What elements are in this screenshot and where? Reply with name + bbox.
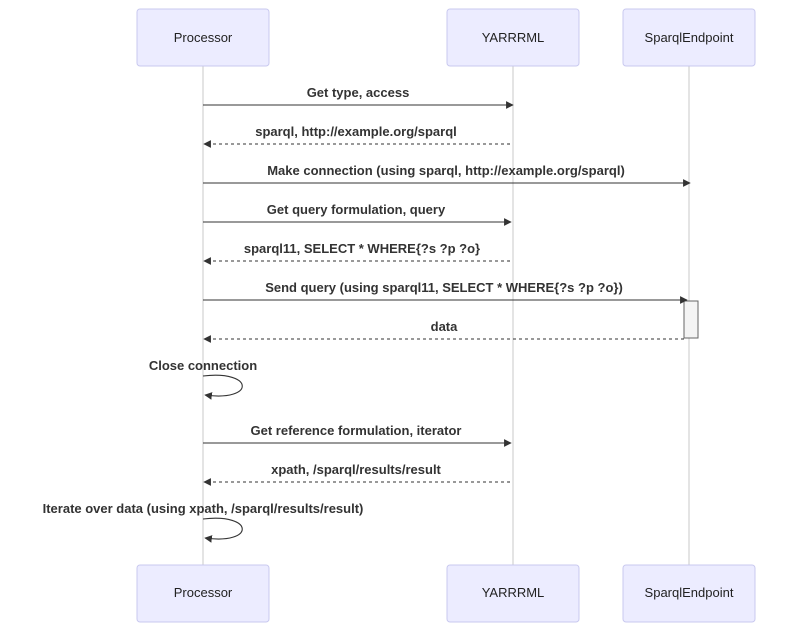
activation-bar-endpoint bbox=[683, 300, 699, 339]
actor-yarrrml-top: YARRRML bbox=[446, 8, 580, 67]
message-get-query-formulation: Get query formulation, query bbox=[203, 202, 512, 226]
message-data-reply: data bbox=[203, 319, 684, 343]
message-sparql-endpoint-reply: sparql, http://example.org/sparql bbox=[203, 124, 510, 148]
message-label: Close connection bbox=[149, 358, 257, 373]
self-loop-arrow bbox=[202, 374, 243, 400]
message-iterate-over-data: Iterate over data (using xpath, /sparql/… bbox=[43, 501, 364, 543]
message-query-reply: sparql11, SELECT * WHERE{?s ?p ?o} bbox=[203, 241, 510, 265]
actor-label: YARRRML bbox=[482, 30, 545, 45]
actor-label: Processor bbox=[174, 585, 233, 600]
message-label: Send query (using sparql11, SELECT * WHE… bbox=[265, 280, 623, 295]
message-get-type: Get type, access bbox=[203, 85, 514, 109]
actor-processor-bottom: Processor bbox=[136, 564, 270, 623]
message-label: Get query formulation, query bbox=[267, 202, 446, 217]
actor-endpoint-top: SparqlEndpoint bbox=[622, 8, 756, 67]
message-label: sparql, http://example.org/sparql bbox=[255, 124, 457, 139]
actor-label: YARRRML bbox=[482, 585, 545, 600]
message-label: Make connection (using sparql, http://ex… bbox=[267, 163, 625, 178]
self-loop-arrow bbox=[202, 517, 243, 543]
message-label: Get type, access bbox=[307, 85, 410, 100]
message-xpath-reply: xpath, /sparql/results/result bbox=[203, 462, 510, 486]
actor-label: SparqlEndpoint bbox=[645, 585, 734, 600]
message-make-connection: Make connection (using sparql, http://ex… bbox=[203, 163, 691, 187]
message-send-query: Send query (using sparql11, SELECT * WHE… bbox=[203, 280, 688, 304]
actor-yarrrml-bottom: YARRRML bbox=[446, 564, 580, 623]
actor-label: Processor bbox=[174, 30, 233, 45]
message-label: data bbox=[431, 319, 459, 334]
message-label: Iterate over data (using xpath, /sparql/… bbox=[43, 501, 364, 516]
message-label: Get reference formulation, iterator bbox=[251, 423, 462, 438]
message-label: sparql11, SELECT * WHERE{?s ?p ?o} bbox=[244, 241, 480, 256]
message-get-reference-formulation: Get reference formulation, iterator bbox=[203, 423, 512, 447]
message-close-connection: Close connection bbox=[149, 358, 257, 400]
actor-label: SparqlEndpoint bbox=[645, 30, 734, 45]
message-label: xpath, /sparql/results/result bbox=[271, 462, 441, 477]
actor-processor-top: Processor bbox=[136, 8, 270, 67]
actor-endpoint-bottom: SparqlEndpoint bbox=[622, 564, 756, 623]
